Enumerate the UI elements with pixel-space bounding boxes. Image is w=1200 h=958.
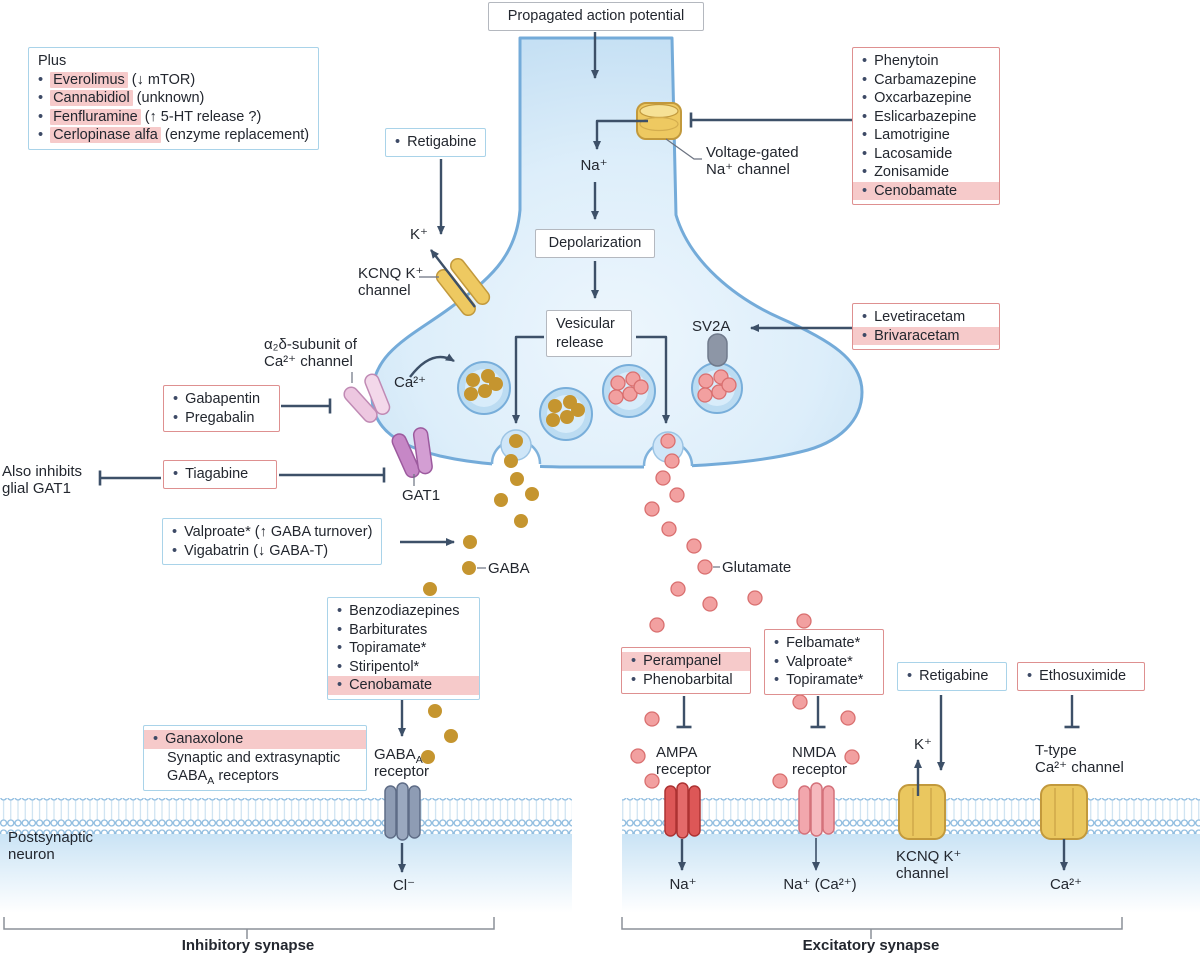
gabaa-modulators-box: Benzodiazepines Barbiturates Topiramate*…	[327, 597, 480, 700]
sv2a-drugs-box: Levetiracetam Brivaracetam	[852, 303, 1000, 350]
sv2a-transporter-icon	[707, 333, 728, 367]
drug-item: Tiagabine	[173, 465, 267, 484]
drug-item-highlighted: Brivaracetam	[853, 326, 999, 345]
glutamate-neurotransmitter-dots	[630, 433, 860, 789]
drug-item-highlighted: Perampanel	[622, 652, 750, 671]
ttype-calcium-channel-label: T-type Ca²⁺ channel	[1035, 742, 1124, 776]
gat1-transporter-icon	[391, 427, 433, 479]
ganaxolone-box: Ganaxolone Synaptic and extrasynaptic GA…	[143, 725, 367, 791]
kcnq-postsynaptic-label: KCNQ K⁺ channel	[896, 848, 962, 882]
alpha2delta-drugs-box: Gabapentin Pregabalin	[163, 385, 280, 432]
nmda-receptor-icon	[798, 782, 835, 837]
vesicular-release-box: Vesicular release	[546, 310, 632, 357]
drug-item: Cannabidiol(unknown)	[38, 89, 309, 108]
drug-item: Everolimus(↓ mTOR)	[38, 71, 309, 90]
synaptic-vesicle-glutamate-sv2a	[691, 333, 743, 414]
ampa-receptor-icon	[664, 782, 701, 839]
sv2a-label: SV2A	[692, 318, 731, 335]
nmda-drugs-box: Felbamate* Valproate* Topiramate*	[764, 629, 884, 695]
drug-item: Ethosuximide	[1027, 667, 1135, 686]
synaptic-vesicle-gaba	[457, 361, 511, 415]
depolarization-box: Depolarization	[535, 229, 655, 258]
postsynaptic-neuron-interior	[0, 833, 1200, 913]
na-ca-out-label: Na⁺ (Ca²⁺)	[783, 876, 857, 893]
drug-item: Phenobarbital	[631, 671, 741, 690]
drug-item: Eslicarbazepine	[862, 108, 990, 127]
synaptic-vesicle-gaba	[539, 387, 593, 441]
depolarization-label: Depolarization	[548, 235, 642, 251]
vesicular-release-label: Vesicular release	[556, 316, 615, 351]
ampa-receptor-label: AMPA receptor	[656, 744, 712, 778]
drug-item: Topiramate*	[337, 639, 470, 658]
drug-item: Oxcarbazepine	[862, 89, 990, 108]
ca-out-label: Ca²⁺	[1049, 876, 1083, 893]
na-plus-top-label: Na⁺	[580, 157, 608, 174]
drug-item: Lamotrigine	[862, 126, 990, 145]
k-plus-left-label: K⁺	[410, 226, 428, 243]
drug-item-highlighted: Ganaxolone	[144, 730, 366, 749]
synapse-brackets	[3, 917, 1123, 939]
gabaa-receptor-icon	[384, 782, 421, 841]
kcnq-potassium-channel-postsynaptic-icon	[898, 784, 946, 840]
kcnq-potassium-channel-presynaptic-icon	[435, 257, 491, 317]
sodium-channel-drugs-box: Phenytoin Carbamazepine Oxcarbazepine Es…	[852, 47, 1000, 205]
inhibitory-synapse-label: Inhibitory synapse	[181, 937, 315, 954]
drug-item: Gabapentin	[173, 390, 270, 409]
drug-item: Levetiracetam	[862, 308, 990, 327]
excitatory-synapse-label: Excitatory synapse	[802, 937, 940, 954]
na-out-label: Na⁺	[669, 876, 697, 893]
propagated-action-potential-label: Propagated action potential	[507, 8, 685, 24]
label-leader-lines	[351, 138, 720, 569]
drug-item: Cerlopinase alfa(enzyme replacement)	[38, 126, 309, 145]
drug-item: Retigabine	[907, 667, 997, 686]
ganaxolone-note-line: Synaptic and extrasynaptic	[167, 749, 341, 766]
ganaxolone-note-line: GABAA receptors	[167, 768, 279, 787]
postsynaptic-neuron-label: Postsynaptic neuron	[8, 829, 94, 863]
drug-item: Valproate* (↑ GABA turnover)	[172, 523, 372, 542]
drug-item: Retigabine	[395, 133, 476, 152]
synaptic-vesicle-glutamate	[602, 364, 656, 418]
drug-item: Valproate*	[774, 653, 874, 672]
retigabine-right-box: Retigabine	[897, 662, 1007, 691]
plus-heading: Plus	[38, 53, 67, 69]
cl-minus-label: Cl⁻	[392, 877, 416, 894]
also-inhibits-glial-gat1-label: Also inhibits glial GAT1	[2, 463, 83, 497]
drug-item-highlighted: Cenobamate	[853, 181, 999, 200]
ethosuximide-box: Ethosuximide	[1017, 662, 1145, 691]
retigabine-left-box: Retigabine	[385, 128, 487, 157]
kcnq-presynaptic-label: KCNQ K⁺ channel	[358, 265, 424, 299]
gat1-label: GAT1	[402, 487, 441, 504]
drug-item: Phenytoin	[862, 52, 990, 71]
alpha2delta-subunit-label: α₂δ-subunit of Ca²⁺ channel	[264, 336, 357, 370]
gaba-metabolism-drugs-box: Valproate* (↑ GABA turnover) Vigabatrin …	[162, 518, 383, 565]
drug-item-highlighted: Cenobamate	[328, 676, 479, 695]
gabaa-receptor-label: GABAA receptor	[374, 746, 430, 780]
k-plus-right-label: K⁺	[914, 736, 932, 753]
flow-arrows	[98, 32, 1080, 873]
alpha2delta-calcium-channel-icon	[343, 373, 391, 423]
drug-item: Barbiturates	[337, 621, 470, 640]
nmda-receptor-label: NMDA receptor	[792, 744, 848, 778]
gaba-neurotransmitter-dots	[421, 434, 539, 764]
drug-item: Carbamazepine	[862, 71, 990, 90]
propagated-action-potential-box: Propagated action potential	[488, 2, 704, 31]
voltage-gated-na-channel-label: Voltage-gated Na⁺ channel	[706, 144, 799, 178]
drug-item: Lacosamide	[862, 145, 990, 164]
gaba-label: GABA	[488, 560, 530, 577]
plus-drugs-box: Plus Everolimus(↓ mTOR) Cannabidiol(unkn…	[28, 47, 320, 150]
drug-item: Vigabatrin (↓ GABA-T)	[172, 542, 372, 561]
postsynaptic-membrane	[0, 798, 1200, 834]
drug-item: Benzodiazepines	[337, 602, 470, 621]
ttype-calcium-channel-icon	[1040, 784, 1088, 840]
drug-item: Felbamate*	[774, 634, 874, 653]
drug-item: Stiripentol*	[337, 658, 470, 677]
ampa-drugs-box: Perampanel Phenobarbital	[621, 647, 751, 694]
drug-item: Pregabalin	[173, 409, 270, 428]
ca2-plus-influx-label: Ca²⁺	[394, 374, 427, 391]
drug-item: Fenfluramine(↑ 5-HT release ?)	[38, 108, 309, 127]
gat1-drugs-box: Tiagabine	[163, 460, 277, 489]
drug-item: Zonisamide	[862, 163, 990, 182]
glutamate-label: Glutamate	[722, 559, 792, 576]
drug-item: Topiramate*	[774, 671, 874, 690]
